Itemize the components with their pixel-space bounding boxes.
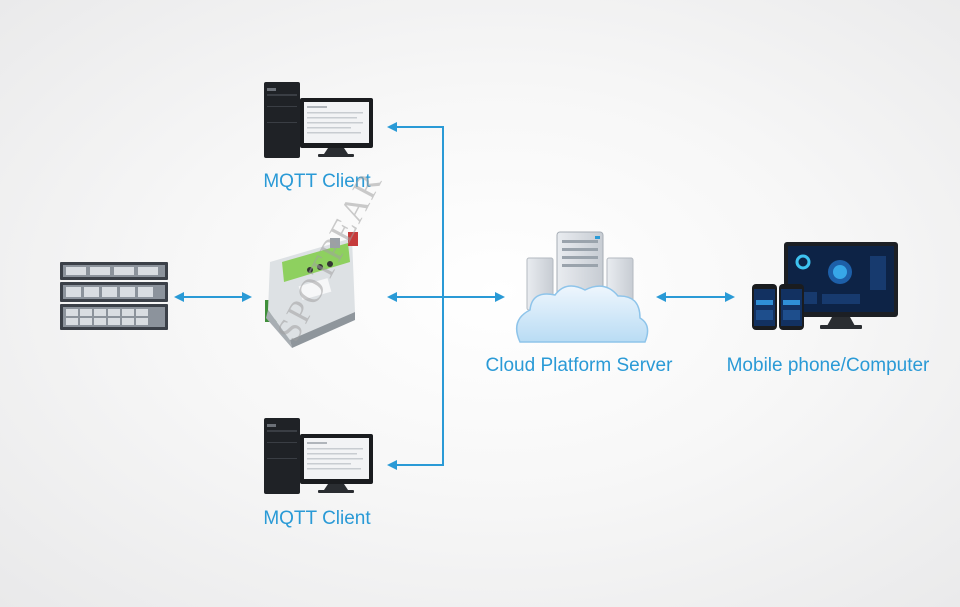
phone-and-monitor-icon (752, 242, 898, 330)
mqtt-client-bottom-label: MQTT Client (263, 508, 371, 529)
connectors (174, 122, 735, 470)
cloud-platform-server-label: Cloud Platform Server (485, 355, 673, 376)
din-rail-gateway-icon (265, 232, 358, 348)
cloud-server-icon (515, 231, 649, 343)
server-rack-icon (60, 262, 168, 330)
mqtt-client-top-label: MQTT Client (263, 171, 371, 192)
desktop-computer-icon (264, 418, 373, 494)
mobile-phone-computer-label: Mobile phone/Computer (726, 355, 930, 376)
desktop-computer-icon (264, 82, 373, 158)
